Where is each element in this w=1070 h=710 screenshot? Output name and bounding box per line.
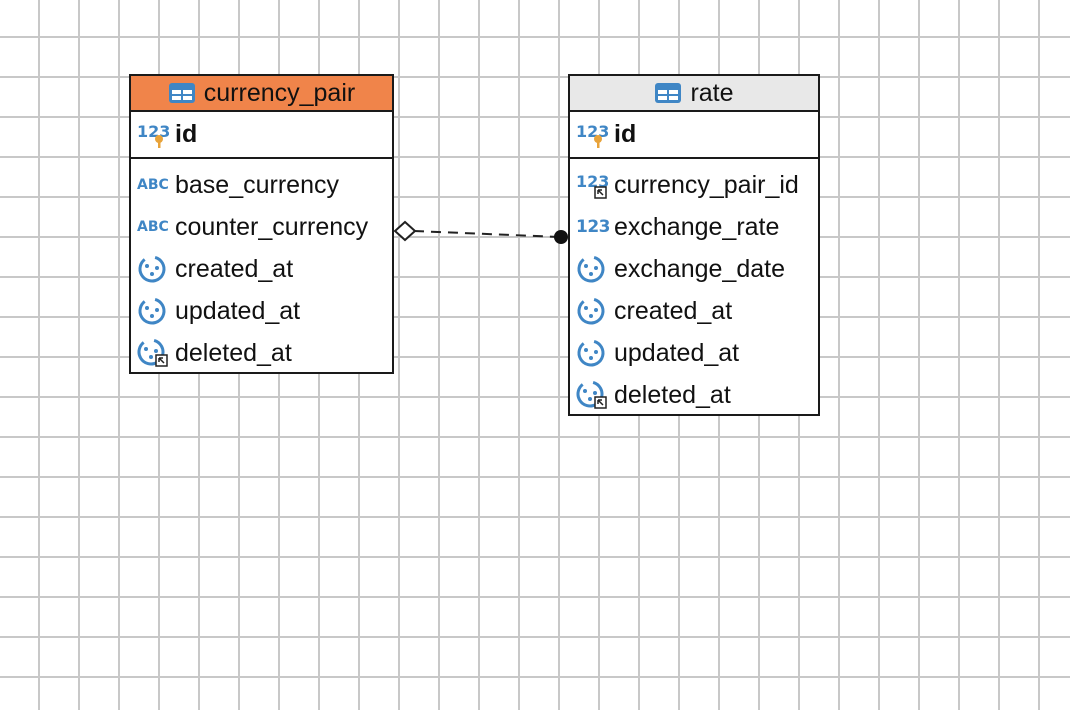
numeric-icon: 123 — [576, 217, 611, 237]
column-name: updated_at — [614, 338, 740, 367]
column-row[interactable]: ABC base_currency — [131, 164, 392, 206]
table-icon — [654, 82, 682, 104]
entity-title: rate — [690, 78, 734, 107]
column-row[interactable]: deleted_at — [570, 374, 818, 416]
filled-dot-end — [554, 230, 568, 244]
column-row[interactable]: 123 currency_pair_id — [570, 164, 818, 206]
numeric-key-icon: 123 — [137, 120, 169, 150]
column-row[interactable]: created_at — [570, 290, 818, 332]
hollow-diamond-end — [393, 220, 417, 242]
column-name: exchange_date — [614, 254, 785, 283]
entity-header[interactable]: rate — [570, 76, 818, 112]
column-name: updated_at — [175, 296, 301, 325]
clock-nullable-icon — [137, 338, 169, 368]
table-icon — [168, 82, 196, 104]
column-name: deleted_at — [614, 380, 731, 409]
entity-header[interactable]: currency_pair — [131, 76, 392, 112]
column-name: counter_currency — [175, 212, 369, 241]
column-name: id — [175, 120, 198, 148]
column-name: id — [614, 120, 637, 148]
column-name: base_currency — [175, 170, 339, 199]
column-name: created_at — [175, 254, 294, 283]
entity-currency-pair[interactable]: currency_pair 123 id ABC base_currency A… — [129, 74, 394, 374]
column-name: created_at — [614, 296, 733, 325]
clock-nullable-icon — [576, 380, 608, 410]
column-row[interactable]: updated_at — [570, 332, 818, 374]
abc-string-icon: ABC — [137, 219, 169, 235]
clock-icon — [137, 254, 169, 284]
entity-rate[interactable]: rate 123 id 123 currency_pair_id 123 — [568, 74, 820, 416]
numeric-key-icon: 123 — [576, 120, 608, 150]
column-row[interactable]: exchange_date — [570, 248, 818, 290]
clock-icon — [137, 296, 169, 326]
abc-string-icon: ABC — [137, 177, 169, 193]
column-row[interactable]: deleted_at — [131, 332, 392, 374]
column-row[interactable]: ABC counter_currency — [131, 206, 392, 248]
primary-key-row[interactable]: 123 id — [131, 112, 392, 159]
icon-glyph: 123 — [576, 122, 608, 141]
relationship-line[interactable] — [413, 230, 561, 238]
icon-glyph: 123 — [137, 122, 169, 141]
clock-icon — [576, 338, 608, 368]
column-name: deleted_at — [175, 338, 292, 367]
column-name: exchange_rate — [614, 212, 780, 241]
numeric-nullable-icon: 123 — [576, 170, 608, 200]
column-row[interactable]: updated_at — [131, 290, 392, 332]
column-row[interactable]: created_at — [131, 248, 392, 290]
entity-title: currency_pair — [203, 78, 356, 107]
clock-icon — [576, 296, 608, 326]
primary-key-row[interactable]: 123 id — [570, 112, 818, 159]
clock-icon — [576, 254, 608, 284]
column-row[interactable]: 123 exchange_rate — [570, 206, 818, 248]
column-name: currency_pair_id — [614, 170, 799, 199]
